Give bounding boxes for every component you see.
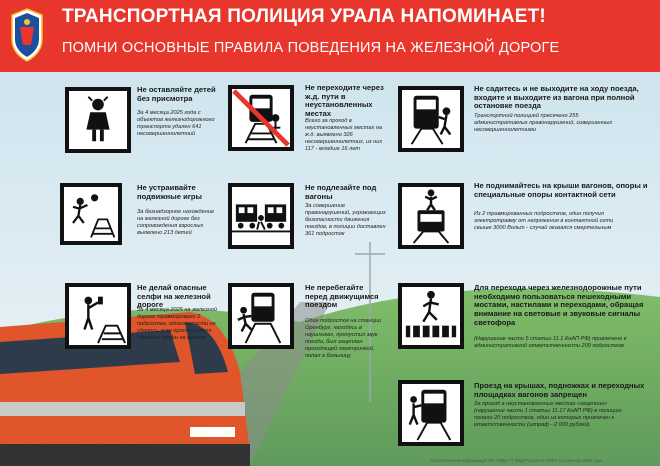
rule-title: Не оставляйте детей без присмотра [137,85,216,103]
person-on-train-roof-icon [398,183,464,249]
rule-text: Транспортной полицией пресечено 255 адми… [474,113,613,133]
page-title: ТРАНСПОРТНАЯ ПОЛИЦИЯ УРАЛА НАПОМИНАЕТ! [62,6,546,27]
footer-credit: Памятка разработана Пресс-службой УТ МВД… [6,444,154,458]
rule-text: За 4 месяца 2025 года с объектов железно… [137,110,215,137]
rule-title: Проезд на крышах, подножках и переходных… [474,381,645,399]
police-emblem-icon [11,8,43,62]
rule-text: Из 2 травмированных подростков, один пол… [474,211,614,231]
pedestrian-crossing-icon [398,283,464,349]
rule-text: Один подросток на станции Оренбург, нахо… [305,318,382,359]
rule-title: Не поднимайтесь на крыши вагонов, опоры … [474,181,648,199]
footer-source: Статистическая информация ОБ ОПДН УТ МВД… [430,458,602,463]
rule-title: Не садитесь и не выходите на ходу поезда… [474,84,639,111]
rule-title: Не устраивайте подвижные игры [137,183,203,201]
rule-text: За безнадзорное нахождение на железной д… [137,209,215,236]
child-icon [65,87,131,153]
rule-title: Не переходите через ж.д. пути в неустано… [305,83,384,119]
rule-text: За проезд в неустановленных местах «заце… [474,401,622,428]
crawling-under-wagon-icon [228,183,294,249]
rule-text: За 4 месяца 2025 на железной дороге трав… [137,307,217,341]
rule-text: Всего за проход в неустановленных местах… [305,118,383,152]
train-surfing-icon [398,380,464,446]
person-boarding-train-icon [398,86,464,152]
rule-title: Не делай опасные селфи на железной дорог… [137,283,211,310]
rule-text: (Нарушение части 5 статьи 11.1 КоАП РФ) … [474,336,627,349]
rule-title: Для перехода через железнодорожные пути … [474,283,644,327]
running-before-train-icon [228,283,294,349]
child-playing-on-tracks-icon [60,183,122,245]
crossed-train-crossing-icon [228,85,294,151]
page-subtitle: ПОМНИ ОСНОВНЫЕ ПРАВИЛА ПОВЕДЕНИЯ НА ЖЕЛЕ… [62,40,560,56]
rule-title: Не перебегайте перед движущимся поездом [305,283,379,310]
header-banner: ТРАНСПОРТНАЯ ПОЛИЦИЯ УРАЛА НАПОМИНАЕТ! П… [0,0,660,72]
train-illustration [0,312,250,466]
selfie-on-rails-icon [65,283,131,349]
rule-text: За совершение правонарушений, угрожающих… [305,203,386,237]
rule-title: Не подлезайте под вагоны [305,183,377,201]
